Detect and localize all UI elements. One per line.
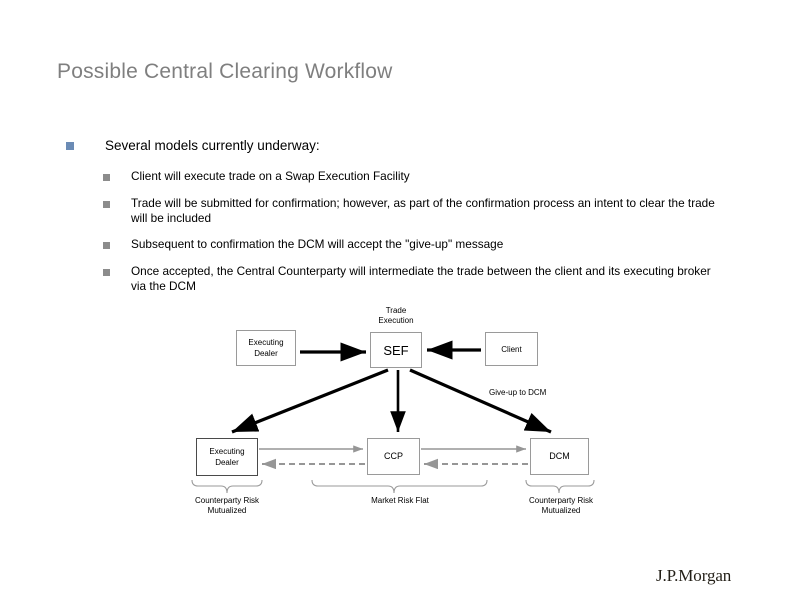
diagram-node-client[interactable]: Client — [485, 332, 538, 366]
brace-counterparty-risk-right — [525, 479, 595, 494]
jpmorgan-logo: J.P.Morgan — [656, 566, 732, 585]
diagram-node-label: Executing Dealer — [248, 338, 284, 358]
diagram-label-counterparty-risk-right: Counterparty Risk Mutualized — [528, 496, 594, 515]
list-item: Trade will be submitted for confirmation… — [103, 196, 728, 225]
lead-bullet-item: Several models currently underway: — [66, 137, 686, 154]
bullet-square-icon — [66, 142, 74, 150]
diagram-node-executing-dealer-top[interactable]: Executing Dealer — [236, 330, 296, 366]
list-item: Once accepted, the Central Counterparty … — [103, 264, 728, 293]
diagram-node-sef[interactable]: SEF — [370, 332, 422, 368]
list-item-label: Subsequent to confirmation the DCM will … — [131, 237, 504, 251]
lead-bullet-label: Several models currently underway: — [105, 138, 320, 153]
bullet-square-icon — [103, 201, 110, 208]
list-item-label: Trade will be submitted for confirmation… — [131, 196, 715, 225]
diagram-node-label: Client — [501, 344, 522, 354]
diagram-node-label: CCP — [383, 451, 403, 461]
brace-counterparty-risk-left — [191, 479, 263, 494]
arrow-sef-to-exec-dealer — [231, 368, 389, 434]
list-item-label: Client will execute trade on a Swap Exec… — [131, 169, 410, 183]
list-item: Client will execute trade on a Swap Exec… — [103, 169, 728, 184]
diagram-node-ccp[interactable]: CCP — [367, 438, 420, 475]
bullet-square-icon — [103, 269, 110, 276]
diagram-label-trade-execution: Trade Execution — [378, 306, 414, 325]
brace-market-risk-flat — [311, 479, 488, 494]
list-item-label: Once accepted, the Central Counterparty … — [131, 264, 711, 293]
bullet-square-icon — [103, 174, 110, 181]
bullet-square-icon — [103, 242, 110, 249]
diagram-node-label: Executing Dealer — [209, 447, 245, 467]
diagram-node-dcm[interactable]: DCM — [530, 438, 589, 475]
diagram-node-executing-dealer-bottom[interactable]: Executing Dealer — [196, 438, 258, 476]
diagram-node-label: SEF — [383, 342, 409, 358]
diagram-node-label: DCM — [549, 451, 570, 461]
diagram-label-market-risk-flat: Market Risk Flat — [371, 496, 429, 505]
arrow-sef-to-dcm — [409, 368, 552, 434]
page-title: Possible Central Clearing Workflow — [57, 60, 393, 83]
diagram-label-counterparty-risk-left: Counterparty Risk Mutualized — [194, 496, 260, 515]
diagram-label-give-up-to-dcm: Give-up to DCM — [489, 388, 547, 397]
list-item: Subsequent to confirmation the DCM will … — [103, 237, 728, 252]
